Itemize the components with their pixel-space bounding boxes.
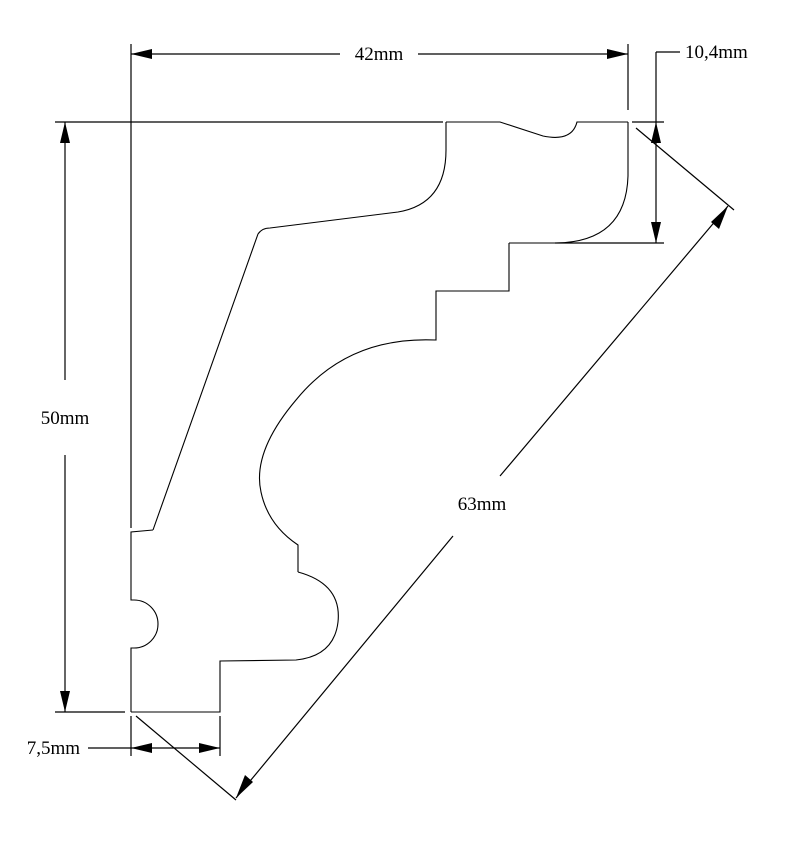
top-step-label: 10,4mm — [685, 42, 748, 63]
profile-top-face — [446, 121, 628, 138]
profile-steps — [258, 243, 510, 572]
profile-back-face — [152, 122, 447, 531]
width-label: 42mm — [355, 44, 404, 65]
profile-left-face — [130, 529, 159, 712]
bottom-step-label: 7,5mm — [27, 738, 81, 759]
profile-front-curve — [509, 122, 629, 244]
diagonal-label: 63mm — [458, 494, 507, 515]
extension-lines — [55, 44, 735, 801]
cornice-profile-outline — [130, 121, 629, 713]
height-label: 50mm — [41, 408, 90, 429]
dimension-diagonal: 63mm — [235, 205, 729, 799]
dimension-height: 50mm — [41, 122, 90, 712]
dimension-width: 42mm — [131, 44, 628, 65]
profile-quarter-round — [131, 571, 339, 713]
dimension-bottom-step: 7,5mm — [27, 738, 220, 759]
dimension-top-step: 10,4mm — [651, 42, 748, 243]
